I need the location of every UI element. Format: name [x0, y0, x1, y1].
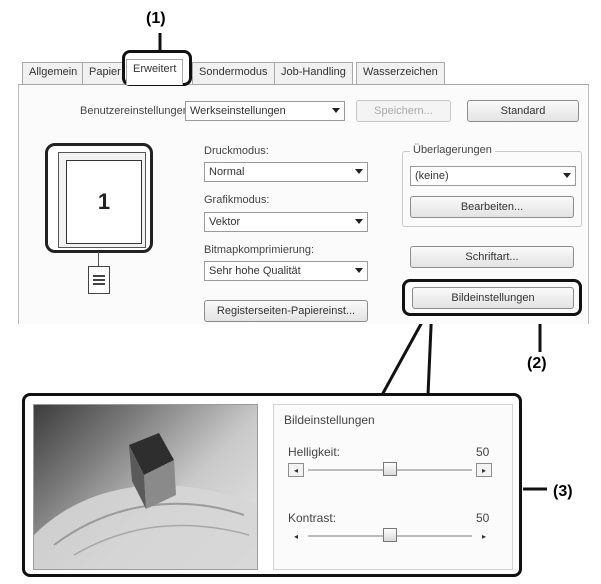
image-settings-button[interactable]: Bildeinstellungen — [412, 287, 574, 309]
user-settings-label: Benutzereinstellungen: — [80, 105, 192, 117]
chevron-down-icon — [332, 108, 340, 113]
image-settings-zoom-panel: Bildeinstellungen Helligkeit: 50 ◂ ▸ Kon… — [22, 393, 522, 577]
image-settings-title: Bildeinstellungen — [284, 413, 375, 427]
graphics-mode-select[interactable]: Vektor — [204, 212, 368, 232]
contrast-slider-thumb[interactable] — [383, 528, 397, 542]
callout-1-label: (1) — [146, 10, 166, 27]
preview-photo — [34, 433, 257, 569]
font-button[interactable]: Schriftart... — [410, 246, 574, 268]
tab-sondermodus[interactable]: Sondermodus — [192, 62, 275, 84]
brightness-increase-button[interactable]: ▸ — [476, 463, 492, 477]
image-preview — [33, 404, 258, 570]
highlight-image-settings-button — [402, 279, 582, 316]
chevron-down-icon — [563, 173, 571, 178]
page-number-display: 1 — [66, 160, 142, 244]
contrast-value: 50 — [476, 511, 490, 525]
document-icon — [88, 266, 110, 294]
tab-baseline — [18, 84, 589, 85]
print-mode-select[interactable]: Normal — [204, 162, 368, 182]
bitmap-compression-select[interactable]: Sehr hohe Qualität — [204, 261, 368, 281]
brightness-label: Helligkeit: — [288, 445, 341, 459]
chevron-down-icon — [355, 169, 363, 174]
callout-3-label: (3) — [553, 483, 573, 500]
edit-overlay-button[interactable]: Bearbeiten... — [410, 196, 574, 218]
brightness-value: 50 — [476, 445, 490, 459]
preview-connector — [98, 252, 99, 266]
page-preview-frame: 1 — [45, 143, 153, 253]
brightness-decrease-button[interactable]: ◂ — [288, 463, 304, 477]
image-settings-box: Bildeinstellungen Helligkeit: 50 ◂ ▸ Kon… — [273, 404, 513, 570]
graphics-mode-label: Grafikmodus: — [204, 194, 270, 206]
tab-papier[interactable]: Papier — [82, 62, 124, 84]
callout-2-label: (2) — [527, 355, 547, 372]
contrast-increase-button[interactable]: ▸ — [481, 531, 486, 541]
bitmap-compression-label: Bitmapkomprimierung: — [204, 244, 315, 256]
tab-allgemein[interactable]: Allgemein — [22, 62, 85, 84]
save-button[interactable]: Speichern... — [356, 100, 451, 122]
tab-wasserzeichen[interactable]: Wasserzeichen — [356, 62, 445, 84]
user-settings-select[interactable]: Werkseinstellungen — [185, 101, 345, 121]
bitmap-compression-value: Sehr hohe Qualität — [209, 265, 301, 277]
print-mode-label: Druckmodus: — [204, 145, 269, 157]
user-settings-value: Werkseinstellungen — [190, 105, 286, 117]
chevron-down-icon — [355, 219, 363, 224]
graphics-mode-value: Vektor — [209, 216, 241, 228]
standard-button[interactable]: Standard — [467, 100, 579, 122]
overlays-value: (keine) — [415, 170, 449, 182]
contrast-decrease-button[interactable]: ◂ — [293, 531, 298, 541]
print-mode-value: Normal — [209, 166, 245, 178]
contrast-label: Kontrast: — [288, 511, 337, 525]
overlays-select[interactable]: (keine) — [410, 166, 576, 186]
overlays-title: Überlagerungen — [410, 144, 495, 156]
tab-paper-settings-button[interactable]: Registerseiten-Papiereinst... — [204, 300, 368, 322]
tab-erweitert[interactable]: Erweitert — [126, 59, 184, 85]
tab-job-handling[interactable]: Job-Handling — [274, 62, 353, 84]
chevron-down-icon — [355, 268, 363, 273]
brightness-slider-thumb[interactable] — [383, 462, 397, 476]
